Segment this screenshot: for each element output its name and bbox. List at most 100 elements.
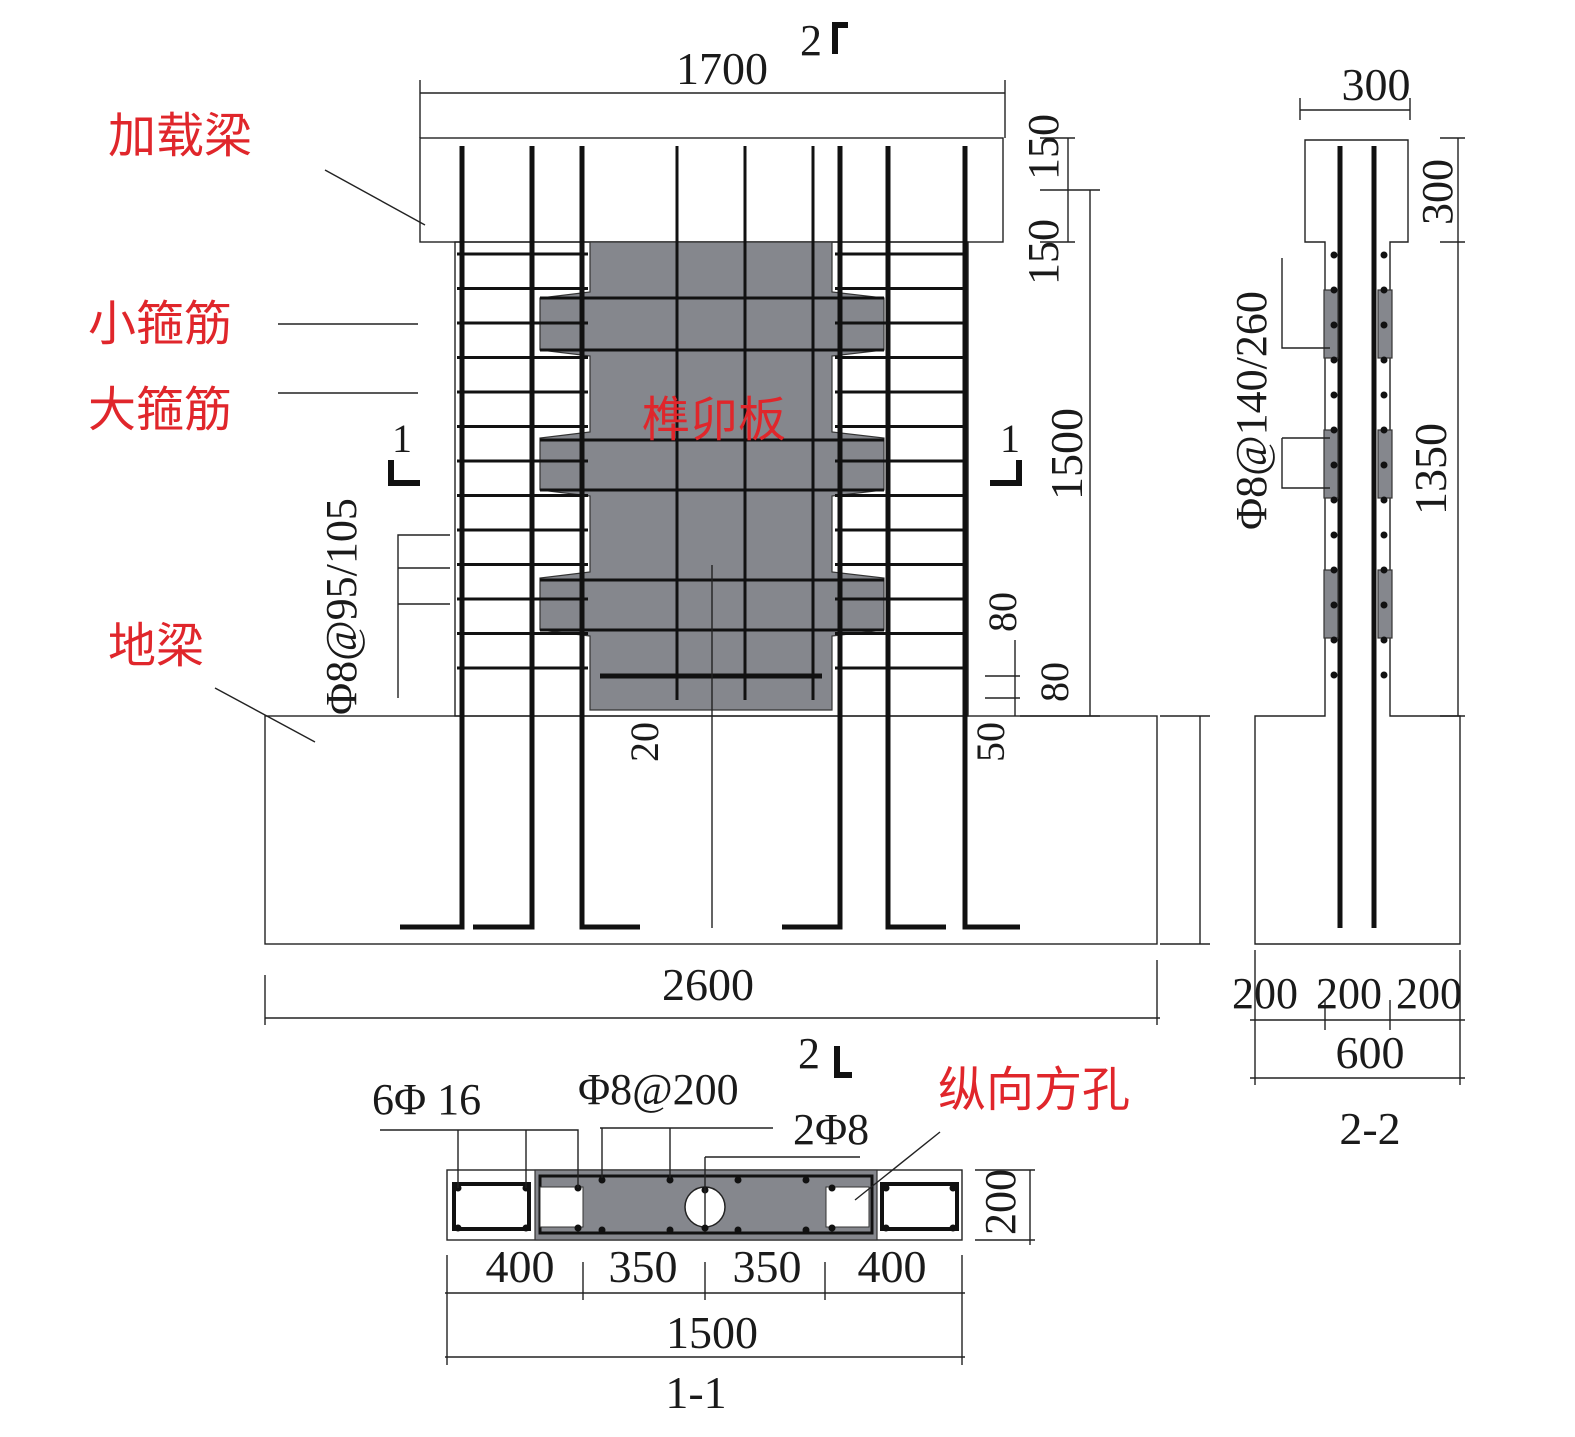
label-large-stirrup: 大箍筋: [88, 382, 232, 438]
stirrup-dot: [1330, 461, 1338, 469]
stirrup-dot: [1330, 601, 1338, 609]
rebar-dot: [949, 1184, 957, 1192]
stirrup-dot: [1330, 391, 1338, 399]
stirrup-dot: [1330, 636, 1338, 644]
dim-50: 50: [968, 722, 1013, 762]
dim-350-a: 350: [609, 1241, 678, 1292]
dim-lines-1-1: [445, 1169, 1035, 1365]
dim-200-a: 200: [1232, 969, 1298, 1018]
rebar-dots: [454, 1176, 957, 1234]
dim-350-b: 350: [733, 1241, 802, 1292]
stirrup-dot: [1380, 251, 1388, 259]
leaders-1-1: [380, 1127, 860, 1225]
rebar-dot: [666, 1226, 674, 1234]
stirrup-dot: [1330, 531, 1338, 539]
rebar-dot: [701, 1224, 709, 1232]
left-boundary-stirrup: [452, 1182, 531, 1231]
rebar-dot: [828, 1224, 836, 1232]
label-2-bars: 2Φ8: [793, 1105, 869, 1154]
label-longitudinal-hole: 纵向方孔: [938, 1062, 1130, 1118]
stirrup-dot: [1330, 426, 1338, 434]
longitudinal-bar: [473, 146, 535, 930]
dim-line-1700: [419, 80, 1006, 138]
rebar-dot: [522, 1224, 530, 1232]
section-mark-1-right: 1: [1000, 416, 1020, 461]
rebar-dot: [734, 1226, 742, 1234]
stirrup-dot: [1330, 566, 1338, 574]
dim-line-2600: [264, 960, 1160, 1025]
stirrup-dot: [1380, 566, 1388, 574]
dim-300-top: 300: [1342, 59, 1411, 110]
dim-1500: 1500: [1041, 408, 1092, 500]
rebar-dot: [882, 1184, 890, 1192]
stirrup-dot: [1330, 251, 1338, 259]
stirrup-dot: [1380, 286, 1388, 294]
rebar-dot: [882, 1224, 890, 1232]
ground-beam: [264, 715, 1158, 945]
tenon-plate: [539, 241, 885, 711]
dim-400-b: 400: [858, 1241, 927, 1292]
stirrup-dot: [1380, 461, 1388, 469]
dim-1500-1: 1500: [666, 1307, 758, 1358]
rebar-dot: [734, 1176, 742, 1184]
dim-lines-bottom-2: [1250, 950, 1465, 1085]
longitudinal-bar: [962, 146, 1020, 930]
stirrup-spec-2: Φ8@140/260: [1227, 291, 1276, 530]
label-tenon-plate: 榫卯板: [642, 392, 786, 448]
longitudinal-bars: [400, 146, 1020, 930]
dim-150-a: 150: [1019, 114, 1068, 180]
rebar-dot: [802, 1226, 810, 1234]
stirrup-dot: [1380, 321, 1388, 329]
dim-80-a: 80: [980, 592, 1025, 632]
plate-lugs: [1323, 251, 1393, 679]
longitudinal-bar: [885, 146, 946, 930]
stirrup-dot: [1380, 636, 1388, 644]
rebar-dot: [454, 1224, 462, 1232]
dim-80-b: 80: [1032, 662, 1077, 702]
dim-line-right-2: [1440, 137, 1465, 717]
dim-200-c: 200: [1396, 969, 1462, 1018]
stirrup-dot: [1330, 356, 1338, 364]
dim-200-1: 200: [976, 1169, 1025, 1235]
dim-2600: 2600: [662, 959, 754, 1010]
dim-400-a: 400: [486, 1241, 555, 1292]
label-stirrup-spec-1: Φ8@200: [578, 1065, 739, 1114]
dim-200-b: 200: [1316, 969, 1382, 1018]
dim-1350: 1350: [1405, 423, 1456, 515]
leader-ground-beam: [214, 687, 316, 743]
section-arrow-1-right: [990, 460, 1022, 486]
dim-150-b: 150: [1019, 219, 1068, 285]
section-mark-2-top: 2: [800, 16, 822, 65]
stirrup-dot: [1330, 496, 1338, 504]
label-ground-beam: 地梁: [108, 618, 204, 674]
section-arrow-2-top: [832, 22, 848, 54]
stirrup-dot: [1380, 601, 1388, 609]
section-arrow-1-left: [388, 460, 420, 486]
section-1-1: 6Φ 16 Φ8@200 2Φ8 纵向方孔 200 400 350 350 40…: [372, 1062, 1130, 1418]
dim-lines-right: [1020, 137, 1210, 945]
rebar-dot: [802, 1176, 810, 1184]
stirrup-spec: Φ8@95/105: [317, 498, 366, 715]
stirrup-dot: [1380, 426, 1388, 434]
longitudinal-bar: [400, 146, 465, 930]
dim-line-300-top: [1299, 98, 1411, 120]
section-2-2: 300 300 1350 Φ8@140/260 200 200 200 600 …: [1227, 59, 1465, 1154]
label-loading-beam: 加载梁: [108, 108, 252, 164]
longitudinal-bar: [579, 146, 640, 930]
section-title-2-2: 2-2: [1339, 1103, 1400, 1154]
dim-600: 600: [1336, 1027, 1405, 1078]
section-arrow-2-bottom: [834, 1046, 852, 1078]
stirrup-dot: [1380, 671, 1388, 679]
dim-lines-small: [985, 640, 1020, 716]
dim-1700: 1700: [676, 43, 768, 94]
stirrup-dot: [1380, 496, 1388, 504]
leader-loading-beam: [324, 169, 426, 226]
section-2-2-outline: [1254, 139, 1461, 945]
rebar-dot: [666, 1176, 674, 1184]
rebar-dot: [574, 1224, 582, 1232]
stirrup-dot: [1380, 356, 1388, 364]
rebar-dot: [598, 1226, 606, 1234]
section-mark-1-left: 1: [392, 416, 412, 461]
leader-stirrup-spec: [397, 534, 450, 698]
